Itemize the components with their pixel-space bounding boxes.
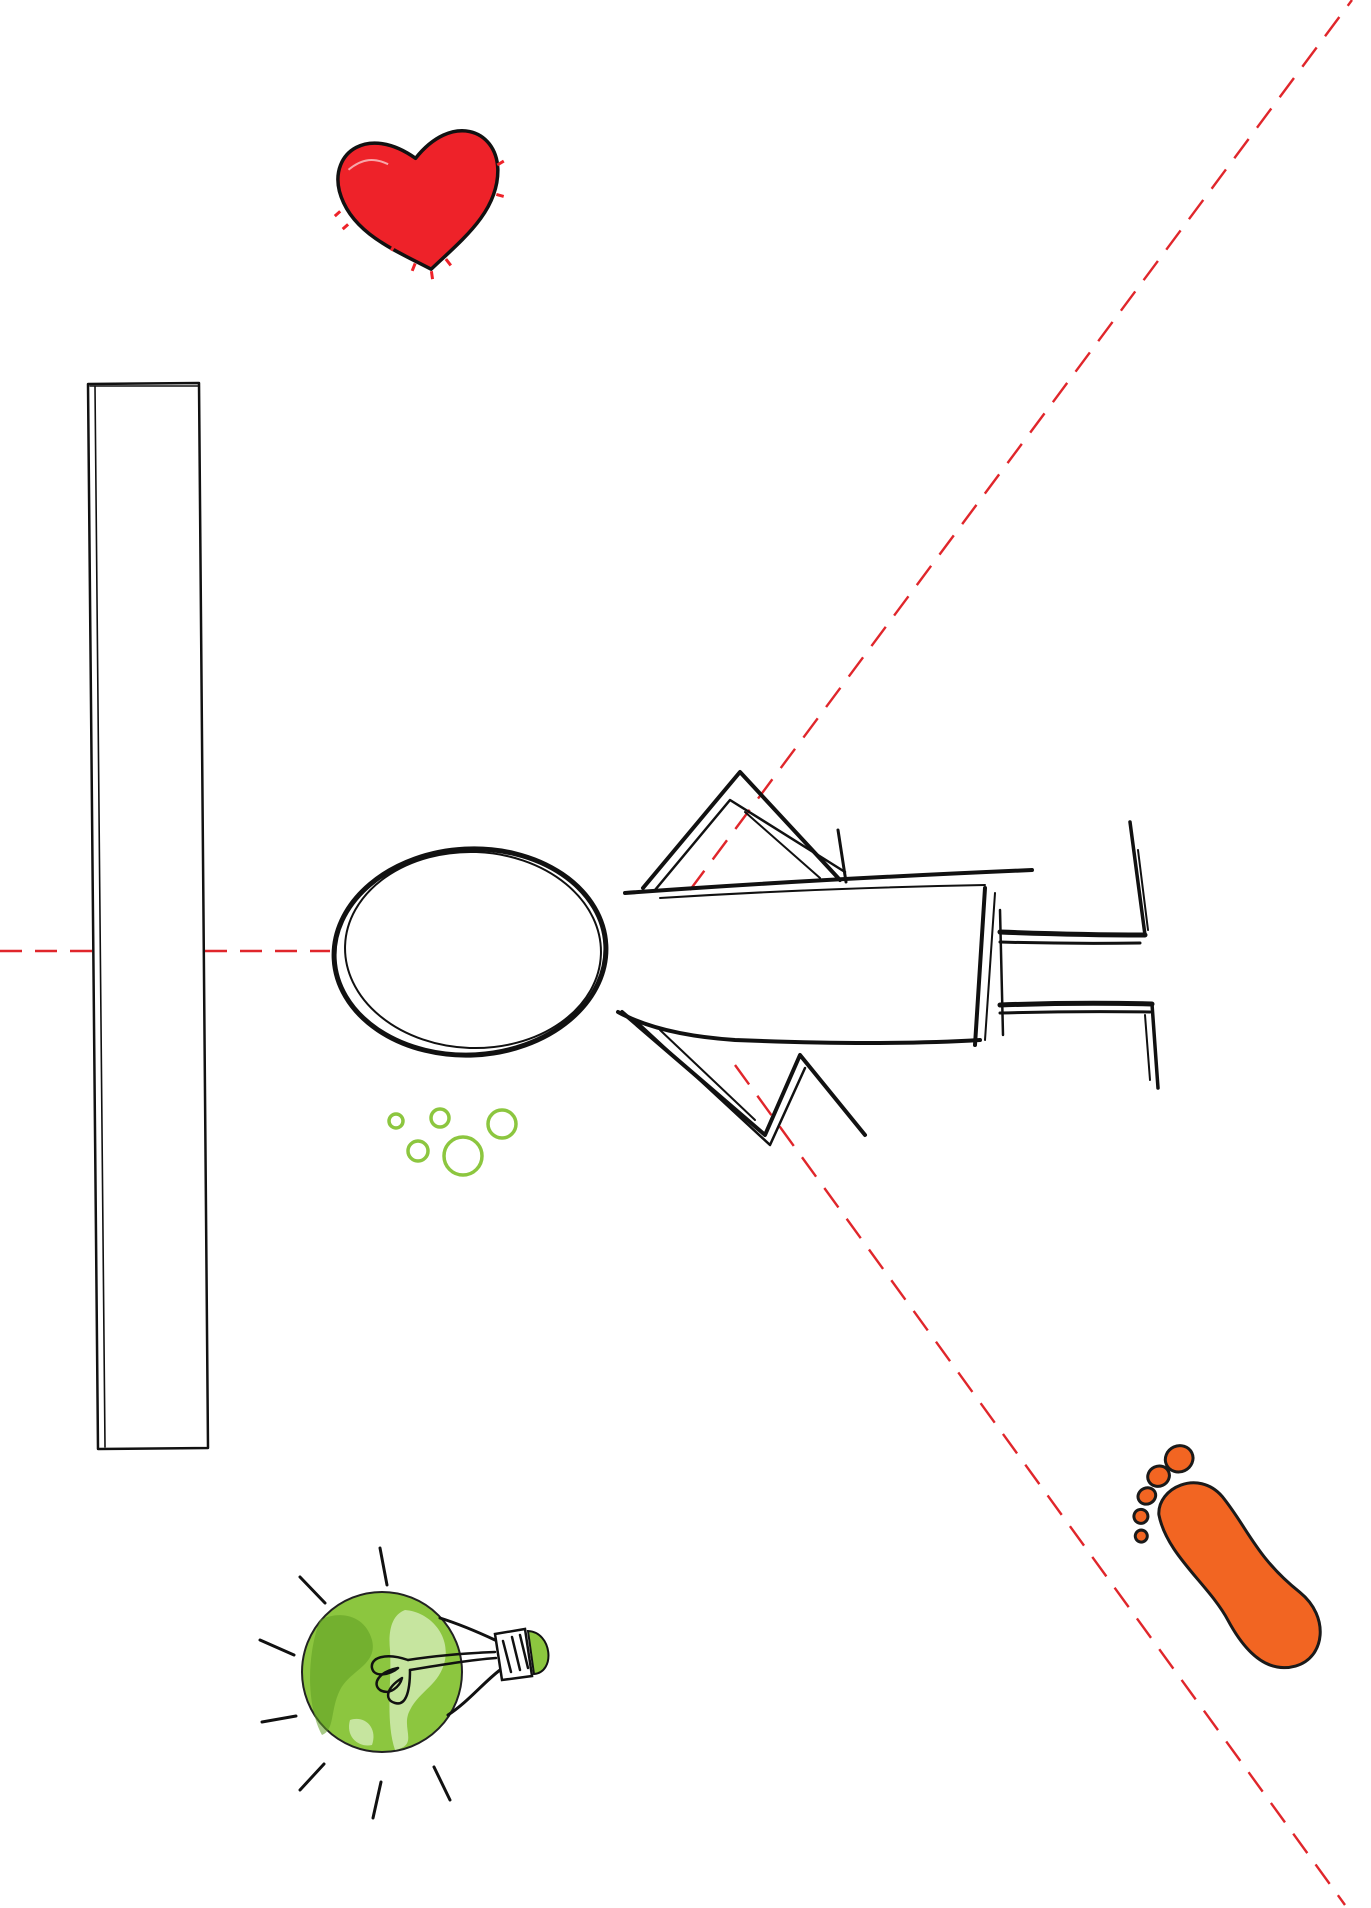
bubble bbox=[389, 1114, 403, 1128]
guide-line-upper-diagonal bbox=[690, 0, 1352, 890]
blank-panel bbox=[88, 383, 208, 1449]
bubble bbox=[444, 1137, 482, 1175]
bubble bbox=[431, 1109, 449, 1127]
heart-icon bbox=[325, 125, 518, 291]
footprint-icon bbox=[1108, 1422, 1333, 1705]
guide-line-lower-diagonal bbox=[735, 1065, 1345, 1905]
bubble bbox=[408, 1141, 428, 1161]
stick-figure-icon bbox=[329, 772, 1158, 1145]
bubble bbox=[488, 1110, 516, 1138]
globe-lightbulb-icon bbox=[260, 1548, 548, 1818]
thought-bubbles-icon bbox=[389, 1109, 516, 1175]
